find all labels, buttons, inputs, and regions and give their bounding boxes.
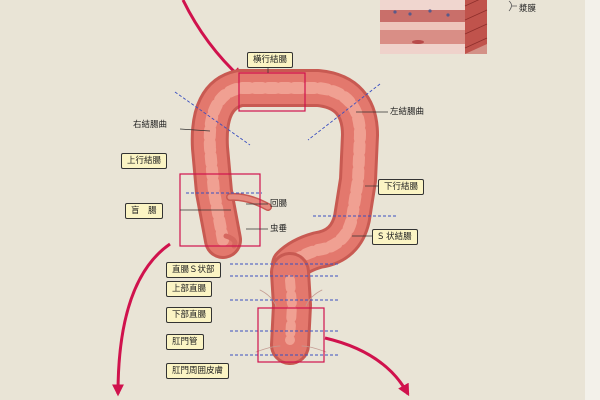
label-sigmoid-colon: S 状結腸 [372, 229, 418, 245]
page-edge [585, 0, 600, 400]
tissue-cross-section [380, 0, 488, 54]
serosa-bracket [508, 0, 517, 12]
colon-illustration [190, 69, 379, 365]
label-rectosigmoid: 直腸Ｓ状部 [166, 262, 221, 278]
transverse-highlight-box [238, 72, 306, 112]
arrow-left [112, 242, 171, 397]
label-ileum: 回腸 [270, 199, 288, 209]
arrow-right [324, 336, 410, 397]
dashed-boundary-lines [174, 83, 396, 356]
label-serosa: 漿膜 [519, 4, 537, 14]
label-cecum: 盲 腸 [125, 203, 163, 219]
anal-highlight-box [257, 307, 325, 363]
label-perianal-skin: 肛門周囲皮膚 [166, 363, 230, 379]
label-right-colic-flexure: 右結腸曲 [133, 120, 168, 130]
label-ascending-colon: 上行結腸 [121, 153, 168, 169]
label-anal-canal: 肛門管 [166, 334, 204, 350]
label-appendix: 虫垂 [270, 224, 288, 234]
leader-lines [179, 63, 388, 237]
label-descending-colon: 下行結腸 [378, 179, 425, 195]
label-upper-rectum: 上部直腸 [166, 281, 213, 297]
label-transverse-colon: 横行結腸 [247, 52, 294, 68]
label-left-colic-flexure: 左結腸曲 [390, 107, 425, 117]
arrow-top [181, 0, 243, 80]
label-lower-rectum: 下部直腸 [166, 307, 213, 323]
